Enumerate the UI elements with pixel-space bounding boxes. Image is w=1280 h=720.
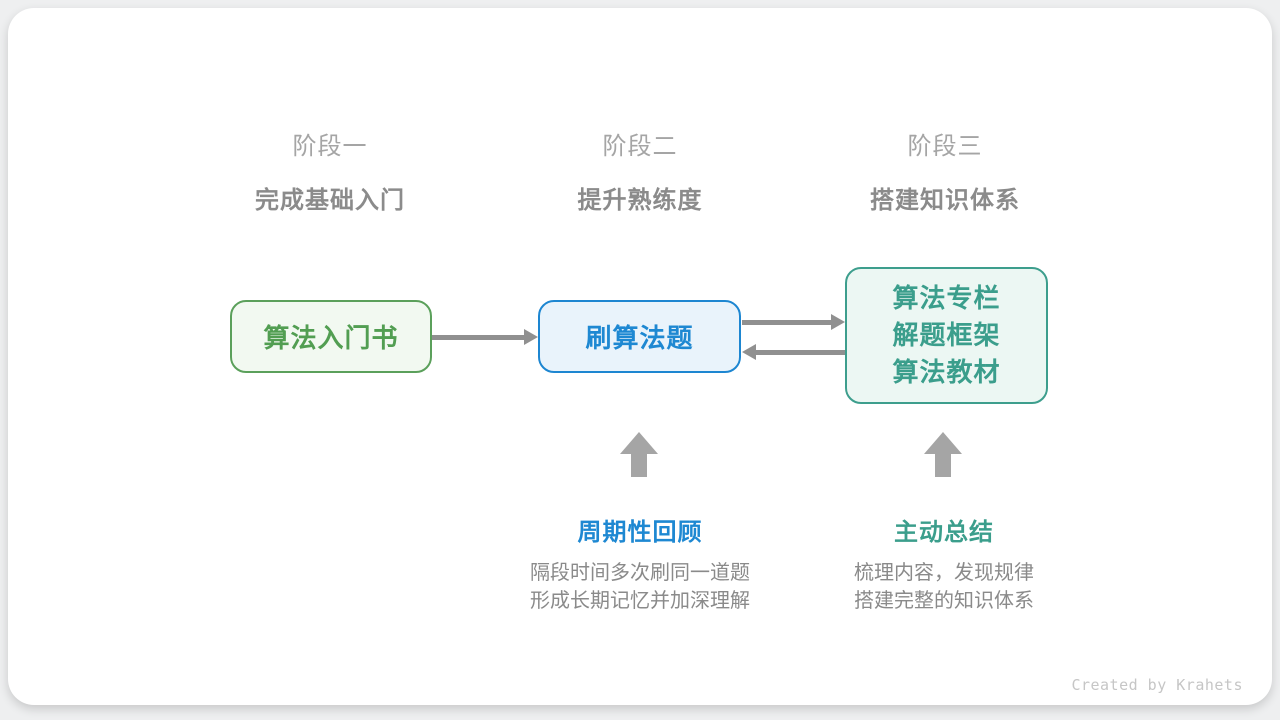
diagram-card: 阶段一 完成基础入门 阶段二 提升熟练度 阶段三 搭建知识体系 算法入门书 刷算…: [8, 8, 1272, 705]
annotation-periodic-review-desc: 隔段时间多次刷同一道题 形成长期记忆并加深理解: [470, 559, 810, 615]
arrow-up-icon: [620, 432, 658, 477]
arrow-stem: [631, 454, 647, 477]
box-intro-book-label: 算法入门书: [263, 323, 399, 353]
box-intro-book: 算法入门书: [230, 300, 432, 373]
stage-2-label: 阶段二: [602, 133, 678, 160]
credit-text: Created by Krahets: [1071, 676, 1243, 694]
arrow-stem: [935, 454, 951, 477]
stage-2-subtitle: 提升熟练度: [577, 187, 703, 214]
arrow-shaft: [742, 319, 832, 325]
desc-line: 隔段时间多次刷同一道题: [530, 562, 750, 584]
arrow-head: [831, 314, 845, 330]
stage-3-subtitle: 搭建知识体系: [870, 187, 1020, 214]
stage-header-3: 阶段三 搭建知识体系: [795, 126, 1095, 215]
box-practice-problems: 刷算法题: [538, 300, 741, 373]
box-knowledge-resources: 算法专栏 解题框架 算法教材: [845, 267, 1048, 404]
arrow-head: [742, 344, 756, 360]
stage-3-label: 阶段三: [907, 133, 983, 160]
stage-header-2: 阶段二 提升熟练度: [490, 126, 790, 215]
arrow-head: [924, 432, 962, 454]
annotation-active-summary-title: 主动总结: [894, 519, 994, 546]
arrow-left-icon: [742, 344, 845, 360]
stage-1-label: 阶段一: [292, 133, 368, 160]
annotation-periodic-review-title: 周期性回顾: [577, 519, 703, 546]
desc-line: 形成长期记忆并加深理解: [530, 590, 750, 612]
arrow-shaft: [755, 349, 845, 355]
box-practice-problems-label: 刷算法题: [585, 323, 694, 353]
desc-line: 搭建完整的知识体系: [854, 590, 1034, 612]
arrow-head: [620, 432, 658, 454]
box-resources-line-1: 算法专栏: [892, 283, 1001, 313]
stage-header-1: 阶段一 完成基础入门: [180, 126, 480, 215]
desc-line: 梳理内容，发现规律: [854, 562, 1034, 584]
box-resources-line-2: 解题框架: [892, 320, 1001, 350]
box-resources-line-3: 算法教材: [892, 357, 1001, 387]
annotation-active-summary-desc: 梳理内容，发现规律 搭建完整的知识体系: [774, 559, 1114, 615]
stage-1-subtitle: 完成基础入门: [255, 187, 405, 214]
arrow-right-icon: [432, 329, 538, 345]
arrow-shaft: [432, 334, 525, 340]
arrow-right-icon: [742, 314, 845, 330]
arrow-head: [524, 329, 538, 345]
arrow-up-icon: [924, 432, 962, 477]
